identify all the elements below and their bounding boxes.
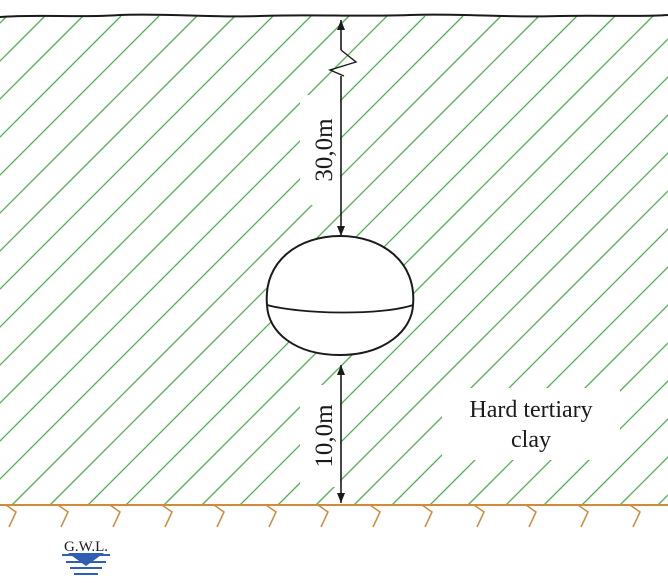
hatch-line bbox=[0, 16, 84, 100]
soil-label-line2: clay bbox=[511, 427, 551, 453]
hatch-line bbox=[0, 16, 8, 24]
hatch-line bbox=[0, 16, 350, 366]
base-tick bbox=[265, 504, 277, 528]
groundwater-level-symbol: G.W.L. bbox=[62, 539, 110, 575]
base-tick bbox=[57, 504, 69, 528]
base-tick bbox=[369, 504, 381, 528]
hatch-line bbox=[201, 38, 668, 505]
soil-label-line1: Hard tertiary bbox=[469, 397, 592, 423]
hatch-line bbox=[0, 16, 198, 214]
lower-depth-label: 10,0m bbox=[311, 404, 338, 468]
hatch-line bbox=[0, 16, 312, 328]
ground-surface-line bbox=[0, 13, 668, 18]
spherical-cavity bbox=[265, 234, 415, 357]
hatch-line bbox=[353, 190, 668, 505]
hatch-line bbox=[0, 16, 122, 138]
upper-dimension-line bbox=[327, 20, 358, 236]
base-tick bbox=[421, 504, 433, 528]
base-tick bbox=[577, 504, 589, 528]
hatch-line bbox=[0, 16, 426, 442]
gwl-label: G.W.L. bbox=[64, 539, 108, 555]
hatch-line bbox=[277, 114, 668, 505]
hatch-line bbox=[619, 456, 668, 505]
base-tick bbox=[5, 504, 17, 528]
base-tick bbox=[629, 504, 641, 528]
lower-dimension-label-bg bbox=[300, 385, 340, 487]
base-tick bbox=[109, 504, 121, 528]
base-tick bbox=[213, 504, 225, 528]
hatch-line bbox=[0, 16, 464, 480]
base-tick bbox=[473, 504, 485, 528]
hatch-line bbox=[0, 16, 46, 62]
hatch-line bbox=[315, 152, 668, 505]
hatch-line bbox=[581, 418, 668, 505]
upper-depth-label: 30,0m bbox=[311, 118, 338, 182]
hatch-line bbox=[11, 16, 502, 505]
break-symbol bbox=[327, 49, 358, 77]
hatch-line bbox=[0, 16, 274, 290]
base-tick bbox=[317, 504, 329, 528]
hatch-line bbox=[0, 16, 236, 252]
base-tick bbox=[161, 504, 173, 528]
hatch-line bbox=[163, 16, 654, 505]
gwl-triangle-icon bbox=[68, 553, 104, 566]
hatch-line bbox=[657, 494, 668, 505]
hatch-line bbox=[0, 16, 160, 176]
lower-dimension-line bbox=[337, 365, 345, 503]
soil-label-bg bbox=[442, 388, 620, 460]
base-tick bbox=[525, 504, 537, 528]
cavity-equator-line bbox=[266, 304, 414, 314]
hatch-line bbox=[543, 380, 668, 505]
upper-dimension-label-bg bbox=[300, 95, 340, 205]
clay-base-boundary bbox=[0, 504, 668, 528]
